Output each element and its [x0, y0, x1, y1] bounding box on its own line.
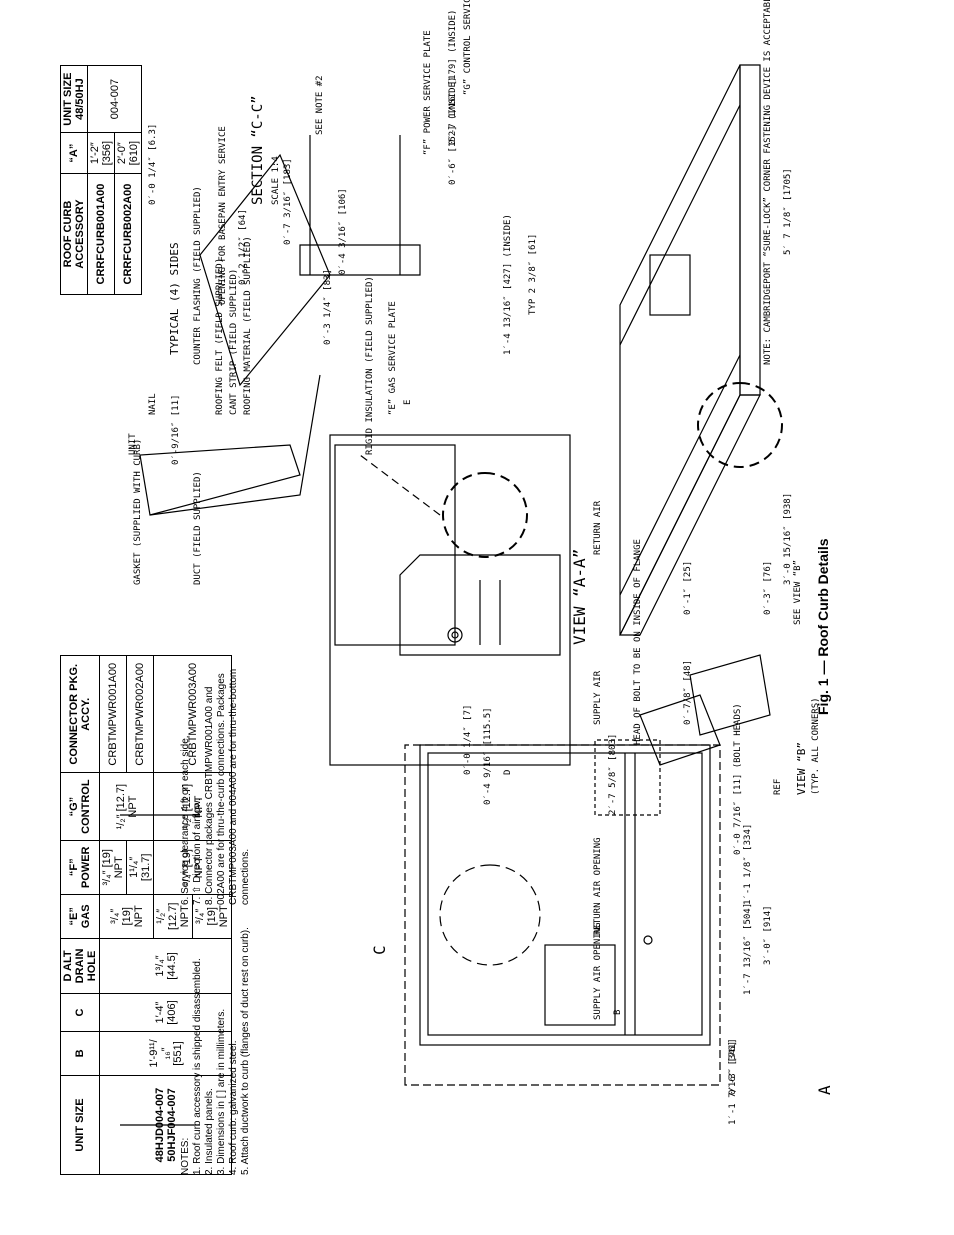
label-rigid-insulation: RIGID INSULATION (FIELD SUPPLIED): [365, 276, 375, 455]
view-aa-upper: [334, 444, 456, 646]
fan-outline: [439, 864, 541, 966]
dim-d10: 0′-7/8″ [48]: [683, 660, 693, 725]
plan-view-inner: [427, 752, 703, 1036]
dim-box-2-7: [594, 739, 661, 816]
iso-service-plate: [649, 254, 691, 316]
dim-d1: 0′-0 1/4″ [7]: [463, 705, 473, 775]
dim-d15: 1′-4 13/16″ [427] (INSIDE): [503, 214, 513, 355]
dim-d17: 0′-3 1/4″ [83]: [323, 269, 333, 345]
dim-d9: 3′-0″ [914]: [763, 905, 773, 965]
typical-panel: [199, 153, 331, 387]
label-letter-e: E: [403, 400, 413, 405]
label-scale: SCALE 1:4: [271, 156, 281, 205]
label-counter-flashing: COUNTER FLASHING (FIELD SUPPLIED): [193, 186, 203, 365]
label-section-cc: SECTION “C-C”: [250, 95, 266, 205]
label-letter-a: A: [815, 1085, 834, 1095]
callout-circle-left: [442, 472, 528, 558]
dim-d6: 1′-1 7/16″ [341]: [728, 1038, 738, 1125]
label-letter-b: B: [613, 1010, 623, 1015]
view-aa-block: [399, 554, 561, 656]
dim-d14: 5′ 7 1/8″ [1705]: [783, 168, 793, 255]
label-nail: NAIL: [148, 393, 158, 415]
dim-d20: 0′-4 3/16″ [106]: [338, 188, 348, 275]
dim-d22: 0′-7 1/16″ [179] (INSIDE): [448, 10, 458, 145]
label-duct: DUCT (FIELD SUPPLIED): [193, 471, 203, 585]
label-view-aa: VIEW “A-A”: [570, 549, 589, 645]
dim-ref: REF: [773, 779, 783, 795]
dim-d8: 1′-1 1/8″ [334]: [743, 824, 753, 905]
label-typical-sides: TYPICAL (4) SIDES: [168, 242, 181, 355]
plan-view-outline: [404, 744, 721, 1086]
label-gas-plate: “E” GAS SERVICE PLATE: [388, 301, 398, 415]
label-letter-c: C: [370, 945, 389, 955]
label-see-note: SEE NOTE #2: [315, 75, 325, 135]
dim-d12: 0′-3″ [76]: [763, 561, 773, 615]
dash-arrow: [359, 454, 441, 516]
label-unit: UNIT: [128, 433, 138, 455]
label-roofing-material: ROOFING MATERIAL (FIELD SUPPLIED): [243, 236, 253, 415]
label-supply-opening: SUPPLY AIR OPENING: [593, 922, 603, 1020]
dim-d4: 0′-0 7/16″ [11] (BOLT HEADS): [733, 703, 743, 855]
label-power-plate: “F” POWER SERVICE PLATE: [423, 30, 433, 155]
label-cant-strip: CANT STRIP (FIELD SUPPLIED): [229, 269, 239, 415]
label-return-opening: RETURN AIR OPENING: [593, 837, 603, 935]
flashing-detail: [139, 444, 301, 516]
label-head-of-bolt: HEAD OF BOLT TO BE ON INSIDE OF FLANGE: [633, 539, 643, 745]
dim-d24: 0′-0 1/4″ [6.3]: [148, 124, 158, 205]
label-view-b: VIEW “B”: [795, 742, 808, 795]
plan-view-curb: [419, 744, 711, 1046]
flashing-line: [149, 374, 321, 516]
label-view-b-sub: (TYP. ALL CORNERS): [811, 697, 821, 795]
label-roofing-felt: ROOFING FELT (FIELD SUPPLIED): [215, 258, 225, 415]
dim-d19: 0′-7 3/16″ [183]: [283, 158, 293, 245]
label-control-plate: “G” CONTROL SERVICE PLATE: [463, 0, 473, 95]
drain-hole-d: [643, 935, 653, 945]
view-b-flange-2: [689, 654, 771, 736]
dim-d5: 0′-3″ [76]: [728, 1041, 738, 1095]
label-see-view-b: SEE VIEW “B”: [793, 560, 803, 625]
dim-d21: 0′-6″ [152] (INSIDE): [448, 77, 458, 185]
dim-d13: 3′-0 15/16″ [938]: [783, 493, 793, 585]
label-return-air: RETURN AIR: [593, 500, 603, 555]
view-aa-drain: [447, 627, 463, 643]
view-aa-outline: [329, 434, 571, 766]
dim-d23: 0′-9/16″ [11]: [171, 395, 181, 465]
section-cc-panel: [299, 244, 421, 276]
label-baseplan: OPENING FOR BASEPAN ENTRY SERVICE: [218, 126, 228, 305]
dim-d7: 1′-7 13/16″ [504]: [743, 903, 753, 995]
view-aa-drain-inner: [451, 631, 459, 639]
view-b-flange-1: [639, 694, 721, 766]
supply-air-opening: [544, 944, 616, 1026]
iso-rail-1: [619, 354, 741, 596]
label-cambridge-note: NOTE: CAMBRIDGEPORT “SURE-LOCK” CORNER F…: [763, 0, 773, 365]
dim-d16: TYP 2 3/8″ [61]: [528, 234, 538, 315]
dim-d2: 0′-4 9/16″ [115.5]: [483, 707, 493, 805]
dim-d18: 0′-2 1/2″ [64]: [238, 209, 248, 285]
iso-curb-side: [739, 64, 761, 396]
label-gasket: GASKET (SUPPLIED WITH CURB): [133, 439, 143, 585]
iso-rail-2: [619, 104, 741, 346]
label-letter-d: D: [503, 770, 513, 775]
label-supply-air: SUPPLY AIR: [593, 670, 603, 725]
dim-d3: 2′-7 5/8″ [803]: [608, 734, 618, 815]
dim-d11: 0′-1″ [25]: [683, 561, 693, 615]
